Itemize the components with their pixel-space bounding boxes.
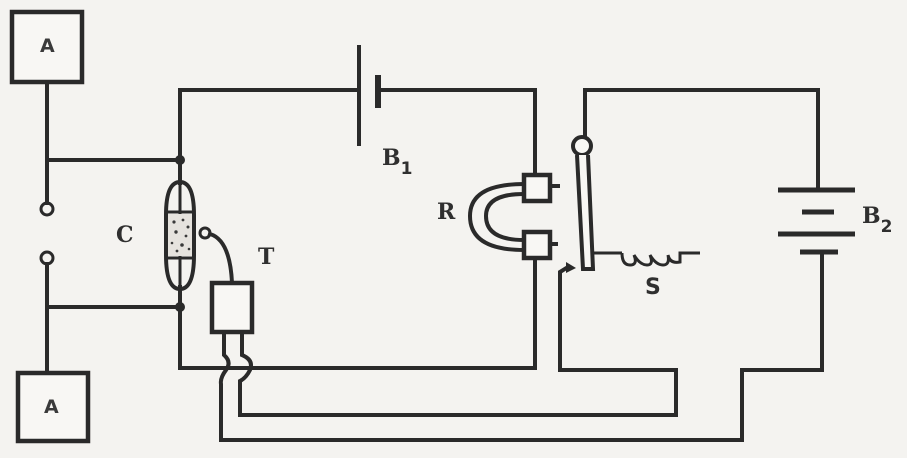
coherer-label: C <box>116 222 134 248</box>
battery-b2-subscript: 2 <box>880 217 893 237</box>
battery-b2-letter: B <box>862 203 881 229</box>
left-terminals <box>39 80 185 375</box>
battery-b1-letter: B <box>382 145 401 171</box>
relay-label: R <box>437 201 455 223</box>
relay-armature <box>571 88 820 271</box>
terminal-circle-top <box>39 201 55 217</box>
coherer-branch <box>164 88 235 370</box>
battery-b2 <box>778 88 855 255</box>
tapper-box <box>209 280 255 335</box>
antenna-bottom-label: A <box>44 396 59 418</box>
antenna-box-bottom <box>15 370 91 444</box>
battery-b2-label: B2 <box>862 203 892 236</box>
antenna-top-label: A <box>40 35 55 57</box>
relay-label-text: R <box>437 199 456 225</box>
tapper-label: T <box>258 244 275 270</box>
battery-b1 <box>178 45 537 177</box>
battery-b1-subscript: 1 <box>400 159 413 179</box>
relay-icon <box>467 172 560 370</box>
tapper-leads <box>218 250 824 442</box>
spring-icon <box>620 251 700 267</box>
spring-label: S <box>645 275 661 300</box>
battery-b1-label: B1 <box>382 145 412 178</box>
coherer-icon <box>164 179 196 292</box>
